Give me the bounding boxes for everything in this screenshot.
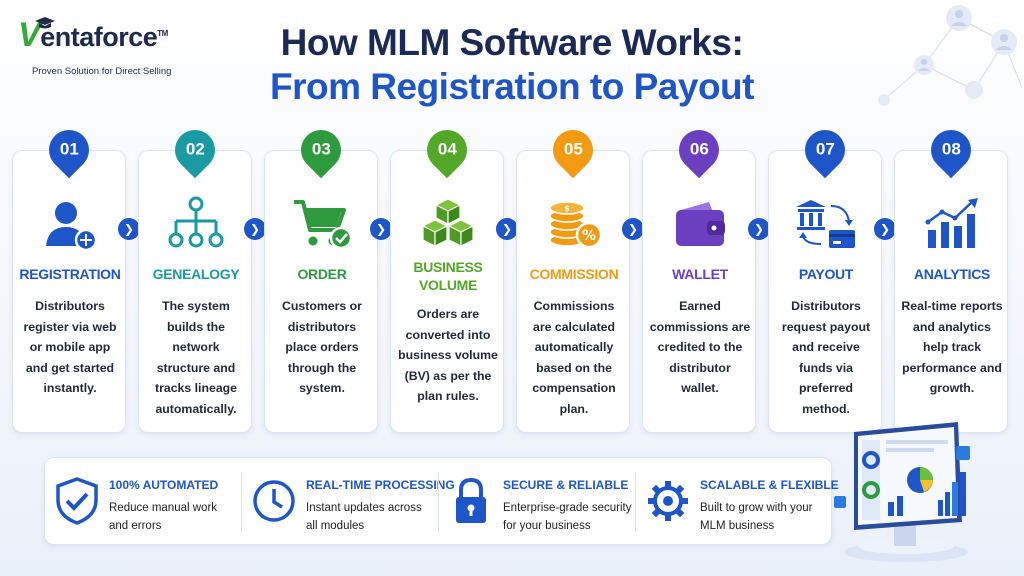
step-title: WALLET: [672, 266, 728, 282]
step-number: 02: [185, 140, 205, 160]
divider: [438, 472, 439, 532]
gear-icon: [648, 481, 688, 521]
brand-name-rest: entaforce: [40, 22, 158, 52]
step-description: Real-time reports and analytics help tra…: [901, 299, 1003, 395]
step-title: GENEALOGY: [152, 266, 240, 282]
step-description: Orders are converted into business volum…: [398, 307, 498, 403]
feature-secure: SECURE & RELIABLE Enterprise-grade secur…: [439, 458, 635, 546]
features-bar: 100% AUTOMATED Reduce manual work and er…: [44, 457, 839, 546]
network-tree-icon: [139, 193, 253, 255]
chevron-right-icon: ❯: [370, 218, 392, 240]
clock-icon: [253, 480, 295, 522]
chevron-right-icon: ❯: [748, 218, 770, 240]
bank-transfer-icon: [769, 193, 883, 255]
feature-scalable: SCALABLE & FLEXIBLE Built to grow with y…: [636, 458, 839, 546]
dashboard-monitor-icon: [834, 422, 970, 562]
graduation-cap-icon: [35, 17, 55, 29]
step-number: 07: [815, 140, 835, 160]
step-card-wallet: WALLET Earned commissions are credited t…: [642, 150, 756, 433]
feature-description: Instant updates across all modules: [306, 502, 422, 532]
step-description: Customers or distributors place orders t…: [282, 299, 362, 395]
process-steps: REGISTRATION Distributors register via w…: [12, 121, 1012, 440]
step-number: 05: [563, 140, 583, 160]
step-card-registration: REGISTRATION Distributors register via w…: [12, 150, 126, 433]
step-card-analytics: ANALYTICS Real-time reports and analytic…: [894, 150, 1008, 433]
coins-percent-icon: $ %: [517, 193, 631, 255]
step-title: BUSINESS VOLUME: [391, 258, 505, 294]
chevron-right-icon: ❯: [118, 218, 140, 240]
step-title: COMMISSION: [529, 266, 619, 282]
feature-description: Built to grow with your MLM business: [700, 502, 813, 532]
feature-title: 100% AUTOMATED: [109, 478, 219, 492]
step-description: The system builds the network structure …: [154, 299, 238, 416]
step-number: 03: [311, 140, 331, 160]
bar-chart-icon: [895, 193, 1009, 255]
step-card-business-volume: BUSINESS VOLUME Orders are converted int…: [390, 150, 504, 433]
network-decoration-icon: [878, 5, 1023, 106]
step-card-commission: $ % COMMISSION Commissions are calculate…: [516, 150, 630, 433]
chevron-right-icon: ❯: [874, 218, 896, 240]
step-card-genealogy: GENEALOGY The system builds the network …: [138, 150, 252, 433]
step-description: Commissions are calculated automatically…: [532, 299, 616, 416]
step-title: ANALYTICS: [913, 266, 991, 282]
feature-automated: 100% AUTOMATED Reduce manual work and er…: [45, 458, 241, 546]
user-add-icon: [13, 193, 127, 255]
chevron-right-icon: ❯: [244, 218, 266, 240]
step-title: PAYOUT: [798, 266, 854, 282]
divider: [241, 472, 242, 532]
stacked-boxes-icon: [391, 193, 505, 255]
cart-check-icon: [265, 193, 379, 255]
feature-title: REAL-TIME PROCESSING: [306, 478, 455, 492]
svg-text:$: $: [564, 204, 570, 213]
step-card-order: ORDER Customers or distributors place or…: [264, 150, 378, 433]
feature-description: Reduce manual work and errors: [109, 502, 218, 532]
step-description: Distributors request payout and receive …: [781, 299, 871, 416]
step-title-line2: VOLUME: [418, 277, 478, 293]
svg-text:%: %: [582, 228, 596, 244]
feature-title: SECURE & RELIABLE: [503, 478, 629, 492]
step-description: Distributors register via web or mobile …: [23, 299, 117, 395]
step-number: 04: [437, 140, 457, 160]
wallet-icon: [643, 193, 757, 255]
brand-logo: VentaforceTM Proven Solution for Direct …: [18, 14, 193, 80]
brand-tagline: Proven Solution for Direct Selling: [32, 66, 172, 77]
step-card-payout: PAYOUT Distributors request payout and r…: [768, 150, 882, 433]
feature-description: Enterprise-grade security for your busin…: [503, 502, 632, 532]
step-number: 08: [941, 140, 961, 160]
step-title-line1: BUSINESS: [413, 259, 483, 275]
shield-check-icon: [56, 477, 98, 525]
lock-icon: [456, 477, 486, 523]
feature-real-time: REAL-TIME PROCESSING Instant updates acr…: [242, 458, 455, 546]
step-number: 01: [59, 140, 79, 160]
page-title-line2: From Registration to Payout: [270, 66, 754, 107]
trademark: TM: [157, 29, 168, 38]
page-title-line1: How MLM Software Works:: [280, 22, 744, 63]
step-title: ORDER: [297, 266, 347, 282]
chevron-right-icon: ❯: [496, 218, 518, 240]
step-number: 06: [689, 140, 709, 160]
divider: [635, 472, 636, 532]
chevron-right-icon: ❯: [622, 218, 644, 240]
brand-initial: V: [18, 16, 41, 54]
brand-wordmark: VentaforceTM: [18, 16, 168, 55]
step-title: REGISTRATION: [19, 266, 121, 282]
feature-title: SCALABLE & FLEXIBLE: [700, 478, 839, 492]
step-description: Earned commissions are credited to the d…: [649, 299, 751, 395]
